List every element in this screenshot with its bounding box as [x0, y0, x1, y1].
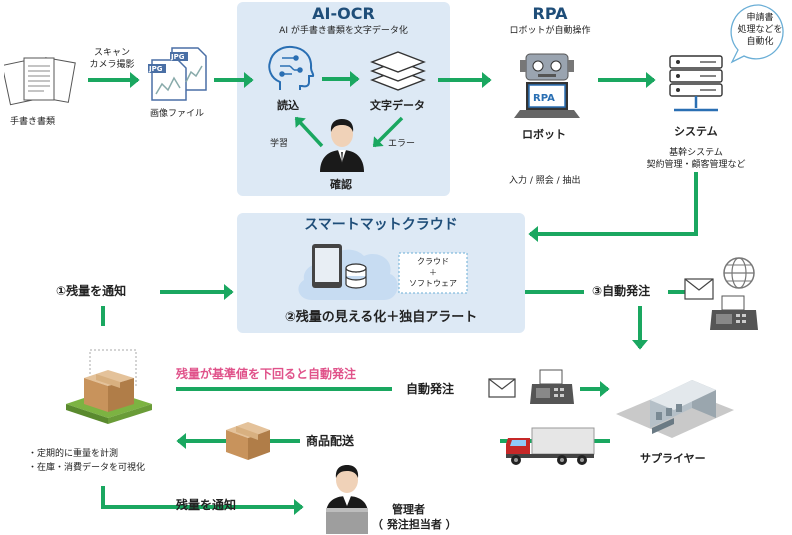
cloud-box-line-2: ＋	[429, 268, 437, 277]
manager-role-label: （ 発注担当者 ）	[372, 518, 457, 531]
arrow-notify-manager	[101, 486, 304, 515]
cloud-title: スマートマットクラウド	[304, 217, 458, 233]
rpa-screen-badge: RPA	[533, 93, 555, 104]
arrow-system-cloud	[528, 172, 698, 242]
speech-bubble	[730, 4, 784, 64]
layers-icon	[370, 51, 426, 91]
bubble-line-3: 自動化	[746, 37, 774, 47]
read-label: 読込	[277, 99, 299, 112]
ai-ocr-title: AI-OCR	[312, 4, 375, 23]
learn-label: 学習	[270, 139, 289, 149]
image-file-icon	[148, 47, 207, 101]
notify-label: ①残量を通知	[56, 284, 127, 298]
text-data-label: 文字データ	[370, 99, 425, 112]
jpg-tag-2: JPG	[149, 65, 163, 73]
rpa-title: RPA	[532, 4, 568, 23]
globe-icon	[723, 257, 755, 289]
error-label: エラー	[388, 139, 416, 149]
cloud-box-line-3: ソフトウェア	[409, 279, 457, 288]
fax-icon-2	[710, 295, 758, 330]
cloud-box-line-1: クラウド	[417, 257, 449, 266]
smart-mat-icon	[66, 349, 152, 424]
server-icon	[669, 55, 723, 112]
system-label: システム	[674, 125, 718, 138]
auto-order-label: 自動発注	[406, 382, 455, 396]
camera-label: カメラ撮影	[89, 60, 135, 70]
pink-message: 残量が基準値を下回ると自動発注	[176, 367, 357, 381]
cloud-icon	[298, 244, 398, 300]
bullet-visualize: ・在庫・消費データを可視化	[28, 463, 146, 473]
rpa-subtitle: ロボットが自動操作	[509, 26, 591, 36]
supplier-label: サプライヤー	[640, 452, 706, 465]
io-label: 入力 / 照会 / 抽出	[509, 176, 581, 186]
bullet-measure: ・定期的に重量を計測	[28, 449, 119, 459]
notify-manager-label: 残量を通知	[176, 498, 237, 512]
cloud-software-box	[398, 252, 468, 294]
image-file-label: 画像ファイル	[150, 109, 205, 119]
manager-icon	[326, 465, 368, 534]
robot-icon	[514, 53, 580, 118]
ai-ocr-subtitle: AI が手書き書類を文字データ化	[279, 26, 408, 36]
jpg-tag-1: JPG	[171, 53, 185, 61]
scan-label: スキャン	[93, 48, 130, 58]
truck-icon	[506, 427, 595, 465]
supplier-building-icon	[616, 380, 734, 438]
robot-label: ロボット	[522, 128, 566, 141]
confirm-label: 確認	[330, 178, 352, 191]
fax-icon	[530, 369, 574, 404]
system-desc-2: 契約管理・顧客管理など	[646, 160, 746, 170]
box-icon	[226, 422, 270, 460]
delivery-label: 商品配送	[306, 434, 355, 448]
handwritten-label: 手書き書類	[10, 117, 56, 127]
ai-brain-icon	[268, 45, 315, 90]
documents-icon	[4, 57, 76, 106]
manager-label: 管理者	[392, 503, 425, 516]
arrow-error	[372, 116, 404, 148]
cloud-main-label: ②残量の見える化＋独自アラート	[284, 310, 478, 325]
mail-icon	[488, 378, 516, 398]
arrow-learn	[294, 116, 324, 148]
person-icon	[320, 119, 364, 172]
auto-order-3-label: ③自動発注	[592, 284, 651, 298]
mail-icon-2	[684, 278, 714, 300]
bubble-line-2: 処理などを	[737, 25, 783, 35]
system-desc-1: 基幹システム	[669, 148, 723, 158]
bubble-line-1: 申請書	[746, 13, 774, 23]
